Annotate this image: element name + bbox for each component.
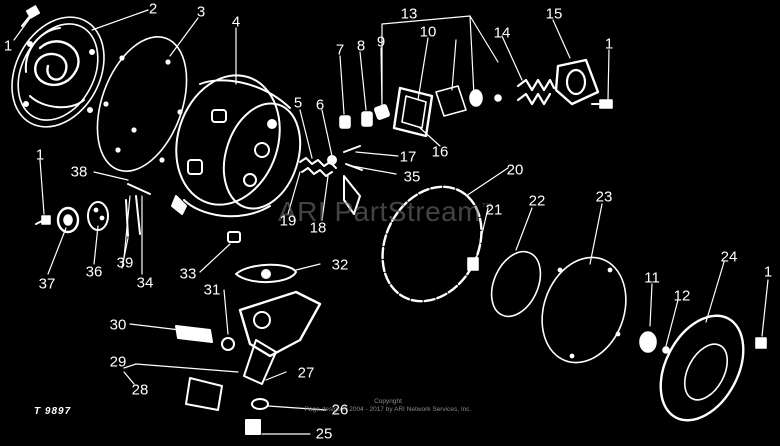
callout-16: 16	[431, 143, 449, 161]
callout-3: 3	[196, 3, 206, 21]
part-3-gasket	[96, 36, 188, 172]
callout-9: 9	[376, 33, 386, 51]
parts-20-23-diaphragms	[381, 185, 627, 364]
figure-id: T 9897	[34, 406, 72, 417]
callout-11: 11	[644, 269, 660, 287]
watermark: ARI PartStream™	[278, 196, 493, 227]
callout-25: 25	[315, 425, 333, 443]
callout-26: 26	[331, 401, 349, 419]
part-4-pump-body	[171, 74, 302, 243]
callout-28: 28	[131, 381, 149, 399]
valve-parts-center	[299, 145, 363, 215]
copyright-notice: Copyright Page design © 2004 - 2017 by A…	[288, 398, 488, 414]
callout-1-top-left: 1	[3, 37, 13, 55]
callout-33: 33	[179, 265, 197, 283]
parts-11-12-24-bottom-cover	[639, 314, 745, 422]
callout-34: 34	[136, 274, 154, 292]
part-16-valve-plate	[392, 85, 502, 138]
part-2-cover-plate	[11, 16, 105, 128]
callout-31: 31	[203, 281, 221, 299]
callout-1-top-right: 1	[604, 35, 614, 53]
copyright-line-2: Page design © 2004 - 2017 by ARI Network…	[304, 406, 472, 413]
callout-4: 4	[231, 13, 241, 31]
callout-36: 36	[85, 263, 103, 281]
callout-8: 8	[356, 37, 366, 55]
callout-21: 21	[485, 201, 503, 219]
callout-19: 19	[279, 212, 297, 230]
callout-10: 10	[419, 23, 437, 41]
callout-18: 18	[309, 219, 327, 237]
callout-7: 7	[335, 41, 345, 59]
part-1-screws	[21, 5, 767, 349]
callout-15: 15	[545, 5, 563, 23]
callout-14: 14	[493, 24, 511, 42]
parts-25-33-inlet-assembly	[175, 263, 322, 435]
callout-39: 39	[116, 254, 134, 272]
callout-12: 12	[673, 287, 691, 305]
callout-13: 13	[400, 5, 418, 23]
callout-2: 2	[148, 0, 158, 18]
callout-22: 22	[528, 192, 546, 210]
part-14-spring-part-15-cap	[516, 58, 600, 106]
parts-34-39-left-cluster	[56, 183, 151, 237]
callout-1-left: 1	[35, 146, 45, 164]
callout-27: 27	[297, 364, 315, 382]
callout-29: 29	[109, 353, 127, 371]
callout-6: 6	[315, 96, 325, 114]
callout-30: 30	[109, 316, 127, 334]
callout-24: 24	[720, 248, 738, 266]
callout-38: 38	[70, 163, 88, 181]
leader-lines	[13, 9, 769, 435]
callout-1-bottom-right: 1	[763, 263, 773, 281]
callout-20: 20	[506, 161, 524, 179]
callout-23: 23	[595, 188, 613, 206]
parts-7-8-9	[339, 104, 390, 129]
callout-37: 37	[38, 275, 56, 293]
callout-17: 17	[399, 148, 417, 166]
callout-32: 32	[331, 256, 349, 274]
callout-35: 35	[403, 168, 421, 186]
callout-5: 5	[293, 94, 303, 112]
copyright-line-1: Copyright	[374, 398, 402, 405]
